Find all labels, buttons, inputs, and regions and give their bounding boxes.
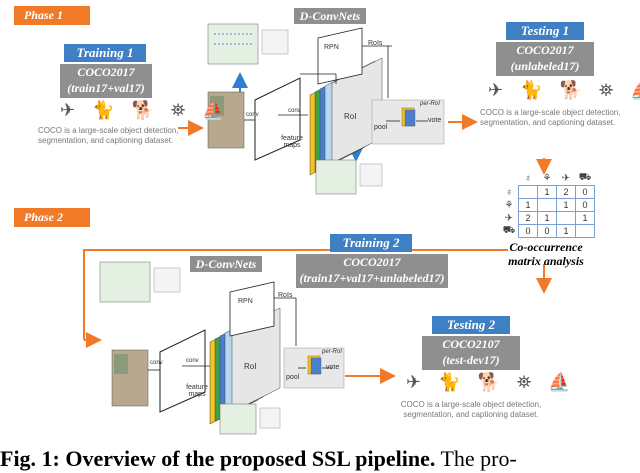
training1-dataset-name: COCO2017 xyxy=(77,65,135,79)
training1-dataset: COCO2017 (train17+val17) xyxy=(60,64,152,98)
matrix-col-header: ✈ xyxy=(561,173,571,184)
figure-caption-rest: The pro- xyxy=(435,446,517,471)
matrix-caption-line2: matrix analysis xyxy=(508,254,584,268)
matrix-row-header: ✈ xyxy=(504,212,514,224)
matrix-cell: 1 xyxy=(556,224,576,238)
matrix-cell: 0 xyxy=(518,224,538,238)
testing1-dataset: COCO2017 (unlabeled17) xyxy=(496,42,594,76)
network-phase2 xyxy=(99,261,345,435)
phase2-tag: Phase 2 xyxy=(14,208,90,227)
network2-pool-label: pool xyxy=(286,374,300,381)
network1-pool-label: pool xyxy=(374,124,388,131)
matrix-cell xyxy=(518,185,538,199)
matrix-caption: Co-occurrence matrix analysis xyxy=(496,240,596,268)
testing2-title: Testing 2 xyxy=(432,316,510,334)
phase1-tag: Phase 1 xyxy=(14,6,90,25)
matrix-col-header: ⚘ xyxy=(542,173,552,184)
cooccurrence-matrix: ♁ ⚘ ✈ ⛟ ♁ 1 2 0 ⚘ 1 1 0 ✈ 2 1 1 ⛟ 0 xyxy=(500,172,595,238)
matrix-cell: 1 xyxy=(537,185,557,199)
training1-title: Training 1 xyxy=(64,44,146,62)
matrix-cell: 0 xyxy=(537,224,557,238)
network2-conv-label-b: conv xyxy=(186,358,199,364)
network1-rois-label: RoIs xyxy=(368,40,383,47)
figure-caption-bold: Fig. 1: Overview of the proposed SSL pip… xyxy=(0,446,436,471)
testing1-dataset-name: COCO2017 xyxy=(516,43,574,57)
testing2-dataset-name: COCO2107 xyxy=(442,337,500,351)
training2-dataset: COCO2017 (train17+val17+unlabeled17) xyxy=(296,254,448,288)
network2-rois-label: RoIs xyxy=(278,292,293,299)
matrix-cell: 1 xyxy=(518,198,538,212)
matrix-cell: 0 xyxy=(575,185,595,199)
training2-title: Training 2 xyxy=(330,234,412,252)
network2-per-roi-label: per-RoI xyxy=(322,349,342,355)
matrix-cell: 0 xyxy=(575,198,595,212)
testing2-description: COCO is a large-scale object detection, … xyxy=(400,400,542,419)
testing1-dataset-split: (unlabeled17) xyxy=(510,59,580,73)
matrix-cell: 1 xyxy=(537,211,557,225)
testing1-description: COCO is a large-scale object detection, … xyxy=(480,108,621,127)
matrix-cell: 2 xyxy=(556,185,576,199)
network1-vote-label: vote xyxy=(428,117,442,124)
matrix-cell xyxy=(537,198,557,212)
matrix-cell: 1 xyxy=(556,198,576,212)
training1-category-icons: ✈ 🐈 🐕 ⛯ ⛵ xyxy=(60,100,231,120)
network2-vote-label: vote xyxy=(326,364,340,371)
matrix-cell: 2 xyxy=(518,211,538,225)
matrix-col-header: ⛟ xyxy=(578,172,592,183)
matrix-table: ♁ ⚘ ✈ ⛟ ♁ 1 2 0 ⚘ 1 1 0 ✈ 2 1 1 ⛟ 0 xyxy=(500,172,595,238)
network2-rpn-label: RPN xyxy=(238,298,253,305)
network2-roi-label: RoI xyxy=(244,362,257,371)
matrix-col-header: ♁ xyxy=(524,173,532,184)
network1-conv-label-b: conv xyxy=(288,108,301,114)
training1-dataset-split: (train17+val17) xyxy=(67,81,145,95)
matrix-row-header: ⛟ xyxy=(502,224,516,236)
matrix-cell: 1 xyxy=(575,211,595,225)
network2-feature-maps-label: feature maps xyxy=(186,384,208,398)
training2-dataset-split: (train17+val17+unlabeled17) xyxy=(299,271,445,285)
network1-rpn-label: RPN xyxy=(324,44,339,51)
testing1-category-icons: ✈ 🐈 🐕 ⛯ ⛵ xyxy=(488,80,640,100)
network1-title: D-ConvNets xyxy=(294,8,366,24)
testing1-title: Testing 1 xyxy=(506,22,584,40)
matrix-row-header: ♁ xyxy=(505,186,513,198)
matrix-cell xyxy=(575,224,595,238)
network1-roi-label: RoI xyxy=(344,112,357,121)
network1-per-roi-label: per-RoI xyxy=(420,101,440,107)
matrix-caption-line1: Co-occurrence xyxy=(509,240,583,254)
network2-title: D-ConvNets xyxy=(190,256,262,272)
matrix-corner xyxy=(500,172,519,186)
figure-caption: Fig. 1: Overview of the proposed SSL pip… xyxy=(0,446,517,472)
matrix-cell xyxy=(556,211,576,225)
matrix-row-header: ⚘ xyxy=(504,199,514,211)
network1-conv-label-a: conv xyxy=(246,112,259,118)
training2-dataset-name: COCO2017 xyxy=(343,255,401,269)
testing2-dataset: COCO2107 (test-dev17) xyxy=(422,336,520,370)
testing2-dataset-split: (test-dev17) xyxy=(442,353,500,367)
testing2-category-icons: ✈ 🐈 🐕 ⛯ ⛵ xyxy=(406,372,577,392)
network-phase1 xyxy=(207,23,445,195)
network2-conv-label-a: conv xyxy=(150,360,163,366)
training1-description: COCO is a large-scale object detection, … xyxy=(38,126,179,145)
network1-feature-maps-label: feature maps xyxy=(281,135,303,149)
